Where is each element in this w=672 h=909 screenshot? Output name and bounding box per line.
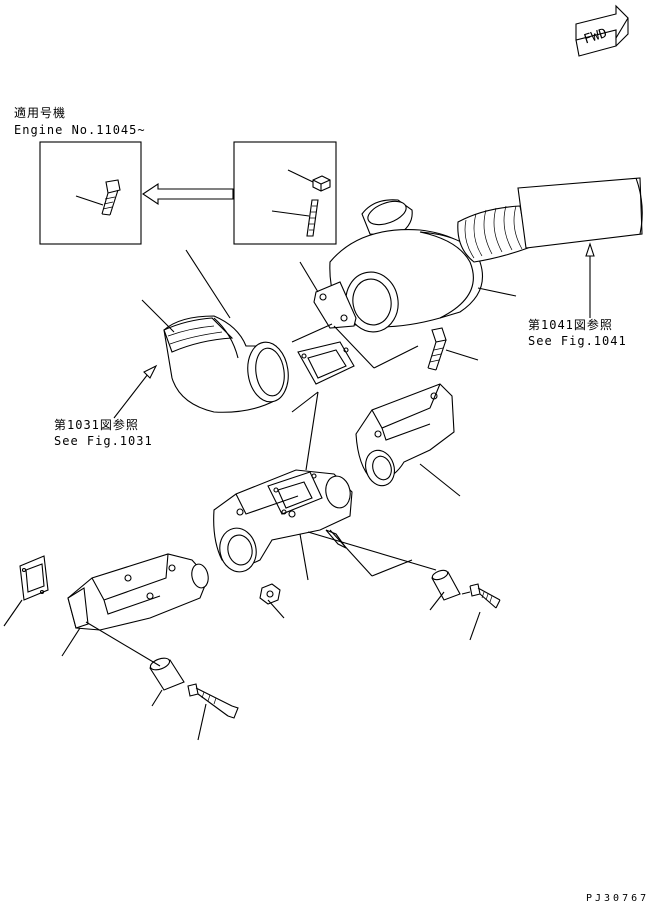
leader-lines <box>3 242 595 741</box>
reference-1041-jp: 第1041図参照 <box>528 318 613 332</box>
sleeve-bolt-right <box>431 569 501 609</box>
gasket-turbo <box>297 341 355 385</box>
stud-manifold <box>325 529 347 549</box>
applicability-engine-number: Engine No.11045~ <box>14 123 146 137</box>
exhaust-manifold-left <box>67 553 209 631</box>
replacement-arrow-icon <box>142 182 234 206</box>
reference-1041-en: See Fig.1041 <box>528 334 627 348</box>
drawing-code: PJ30767 <box>586 893 650 904</box>
bolt-turbo-flange <box>427 327 479 371</box>
reference-1031-en: See Fig.1031 <box>54 434 153 448</box>
reference-1031-jp: 第1031図参照 <box>54 418 139 432</box>
exhaust-elbow-pipe <box>163 315 289 413</box>
fwd-label: FWD <box>582 26 609 48</box>
exhaust-manifold-right <box>355 383 455 487</box>
nut-manifold <box>259 583 281 605</box>
gasket-manifold <box>19 555 49 601</box>
inset-box-new-bolt <box>39 141 142 245</box>
turbocharger <box>313 177 643 333</box>
fwd-arrow-icon: FWD <box>575 4 629 57</box>
applicability-label-jp: 適用号機 <box>14 106 67 120</box>
exhaust-manifold-center <box>213 469 353 573</box>
inset-box-old-stud-nut <box>233 141 337 245</box>
sleeve-bolt-left <box>149 657 239 719</box>
